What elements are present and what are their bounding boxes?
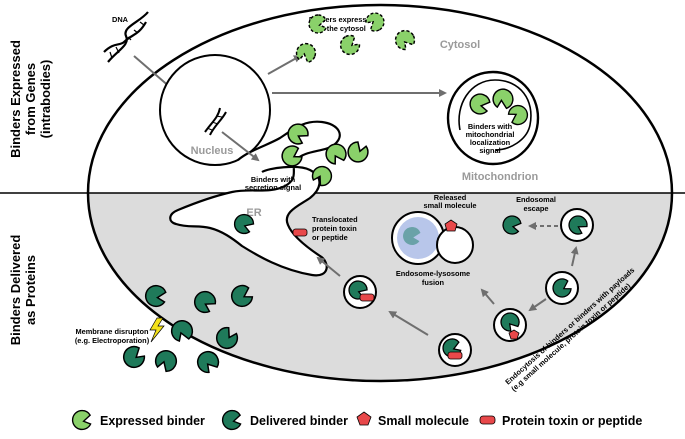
legend: Expressed binder Delivered binder Small … [71, 409, 642, 431]
svg-text:Binders expressed: Binders expressed [309, 15, 376, 24]
svg-text:or peptide: or peptide [312, 233, 348, 242]
vesicle-endocytosis-2 [493, 308, 527, 342]
svg-text:Binders with: Binders with [251, 175, 296, 184]
vesicle-endocytosis-3 [545, 271, 579, 305]
svg-text:Binders Expressed: Binders Expressed [8, 40, 23, 158]
arrow-to-vesicle-left [388, 310, 429, 336]
svg-text:(intrabodies): (intrabodies) [38, 60, 53, 139]
svg-text:DNA: DNA [112, 15, 129, 24]
svg-text:Nucleus: Nucleus [191, 145, 234, 157]
svg-text:Released: Released [434, 193, 467, 202]
arrow-vesicle-2 [528, 298, 547, 312]
rounded-rect-icon [479, 415, 496, 425]
svg-text:Delivered binder: Delivered binder [250, 414, 348, 428]
svg-text:signal: signal [479, 146, 500, 155]
vesicle-escape [560, 208, 594, 242]
svg-text:protein toxin: protein toxin [312, 224, 357, 233]
cytosol-label: Cytosol [440, 39, 480, 51]
arrow-to-cytosol [267, 55, 302, 75]
svg-text:fusion: fusion [422, 278, 445, 287]
vesicle-translocation [343, 275, 377, 309]
arrow-to-fusion [480, 288, 495, 305]
svg-text:Membrane disrupton: Membrane disrupton [75, 327, 149, 336]
delivered-binder-icon [221, 409, 242, 431]
small-molecule [444, 219, 458, 232]
svg-text:Expressed binder: Expressed binder [100, 414, 205, 428]
svg-text:as Proteins: as Proteins [23, 255, 38, 325]
svg-text:from Genes: from Genes [23, 63, 38, 135]
arrow-to-er-lower [316, 256, 341, 277]
legend-item-delivered: Delivered binder [221, 409, 348, 431]
nucleus: Nucleus [159, 54, 271, 166]
arrow-vesicle-up [570, 246, 579, 267]
svg-text:Small molecule: Small molecule [378, 414, 469, 428]
side-label-top: Binders Expressed from Genes (intrabodie… [8, 40, 53, 158]
expressed-binder-icon [71, 409, 92, 431]
svg-text:Binders with: Binders with [468, 122, 513, 131]
svg-text:Translocated: Translocated [312, 215, 358, 224]
svg-text:escape: escape [523, 204, 548, 213]
svg-text:(e.g. Electroporation): (e.g. Electroporation) [75, 336, 150, 345]
svg-text:Binders Delivered: Binders Delivered [8, 235, 23, 346]
er-membrane [169, 120, 341, 277]
svg-text:small molecule: small molecule [424, 201, 477, 210]
protein-toxin [292, 228, 308, 237]
svg-text:localization: localization [470, 138, 511, 147]
cell [86, 3, 674, 383]
lightning-icon [149, 317, 165, 343]
side-label-bottom: Binders Delivered as Proteins [8, 235, 38, 346]
svg-text:secretion signal: secretion signal [245, 183, 301, 192]
svg-text:in the cytosol: in the cytosol [318, 24, 366, 33]
pentagon-icon [356, 411, 372, 426]
svg-text:Endosome-lysosome: Endosome-lysosome [396, 269, 470, 278]
legend-item-protein-toxin: Protein toxin or peptide [479, 414, 642, 428]
arrow-to-er [221, 131, 260, 162]
legend-item-small-molecule: Small molecule [356, 411, 469, 428]
svg-text:mitochondrial: mitochondrial [466, 130, 515, 139]
endosome-lysosome: Released small molecule Endosome-lysosom… [391, 193, 477, 287]
mitochondrion: Binders with mitochondrial localization … [446, 70, 540, 166]
svg-text:Endosomal: Endosomal [516, 195, 556, 204]
mitochondrion-label: Mitochondrion [462, 171, 539, 183]
vesicle-endocytosis-1 [438, 333, 472, 367]
dna-helix: DNA [103, 11, 149, 63]
legend-item-expressed: Expressed binder [71, 409, 205, 431]
svg-text:Protein toxin or peptide: Protein toxin or peptide [502, 414, 642, 428]
